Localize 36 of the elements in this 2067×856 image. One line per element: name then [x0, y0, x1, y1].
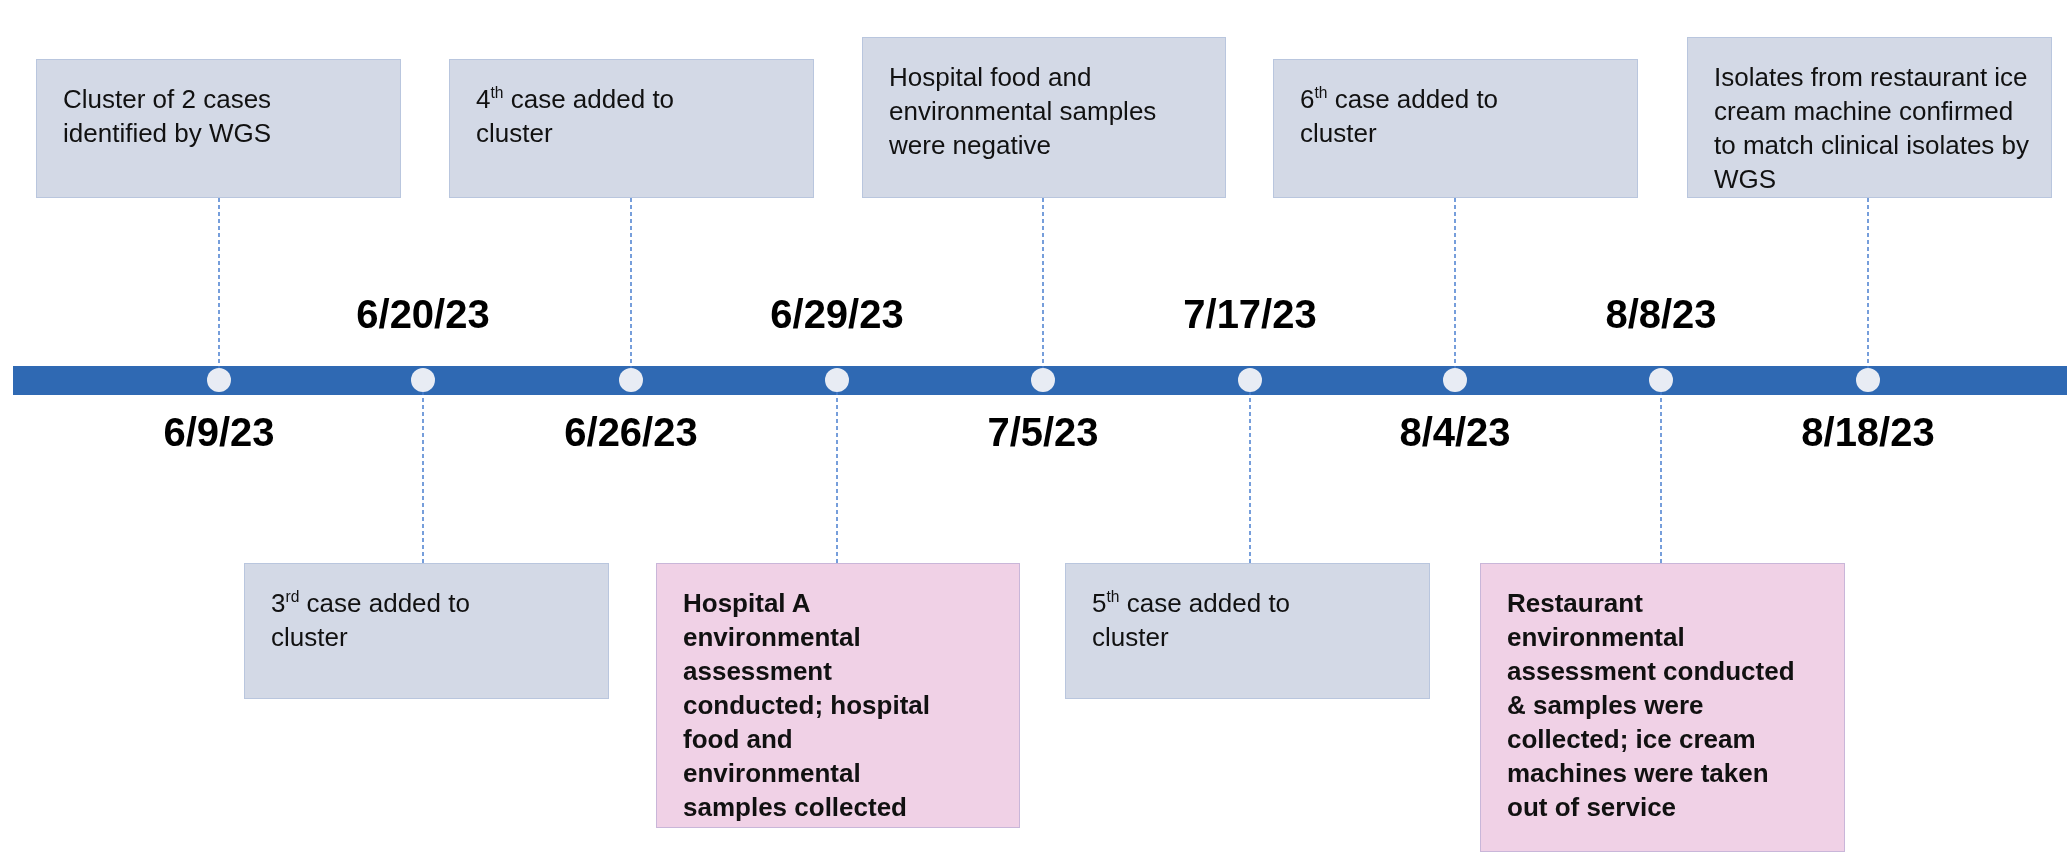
date-label: 7/17/23 — [1183, 292, 1317, 337]
event-box: Cluster of 2 cases identified by WGS — [36, 59, 401, 198]
connector-line — [1660, 391, 1662, 564]
date-label: 8/18/23 — [1801, 410, 1935, 455]
date-label: 6/29/23 — [770, 292, 904, 337]
timeline-dot — [1443, 368, 1467, 392]
event-box: 4$^{th}$ case added to cluster — [449, 59, 814, 198]
date-label: 6/20/23 — [356, 292, 490, 337]
event-box: Isolates from restaurant ice cream machine confirmed to match clinical isolates by WGS — [1687, 37, 2052, 198]
timeline-dot — [411, 368, 435, 392]
timeline-dot — [1856, 368, 1880, 392]
connector-line — [1249, 391, 1251, 564]
event-box: 6$^{th}$ case added to cluster — [1273, 59, 1638, 198]
timeline-dot — [619, 368, 643, 392]
timeline-dot — [1238, 368, 1262, 392]
event-box: Hospital food and environmental samples were negative — [862, 37, 1226, 198]
connector-line — [1454, 197, 1456, 369]
event-box: Restaurant environmental assessment conducted & samples were collected; ice cream machines were taken out of service — [1480, 563, 1845, 852]
timeline-dot — [1031, 368, 1055, 392]
timeline-dot — [1649, 368, 1673, 392]
connector-line — [630, 197, 632, 369]
connector-line — [1042, 197, 1044, 369]
connector-line — [422, 391, 424, 564]
date-label: 6/9/23 — [163, 410, 275, 455]
event-box: 5$^{th}$ case added to cluster — [1065, 563, 1430, 699]
date-label: 8/8/23 — [1605, 292, 1717, 337]
event-box: 3$^{rd}$ case added to cluster — [244, 563, 609, 699]
event-box: Hospital A environmental assessment conducted; hospital food and environmental samples collected — [656, 563, 1020, 828]
connector-line — [218, 197, 220, 369]
date-label: 7/5/23 — [987, 410, 1099, 455]
date-label: 8/4/23 — [1399, 410, 1511, 455]
timeline-dot — [825, 368, 849, 392]
timeline-dot — [207, 368, 231, 392]
connector-line — [1867, 197, 1869, 369]
date-label: 6/26/23 — [564, 410, 698, 455]
connector-line — [836, 391, 838, 564]
